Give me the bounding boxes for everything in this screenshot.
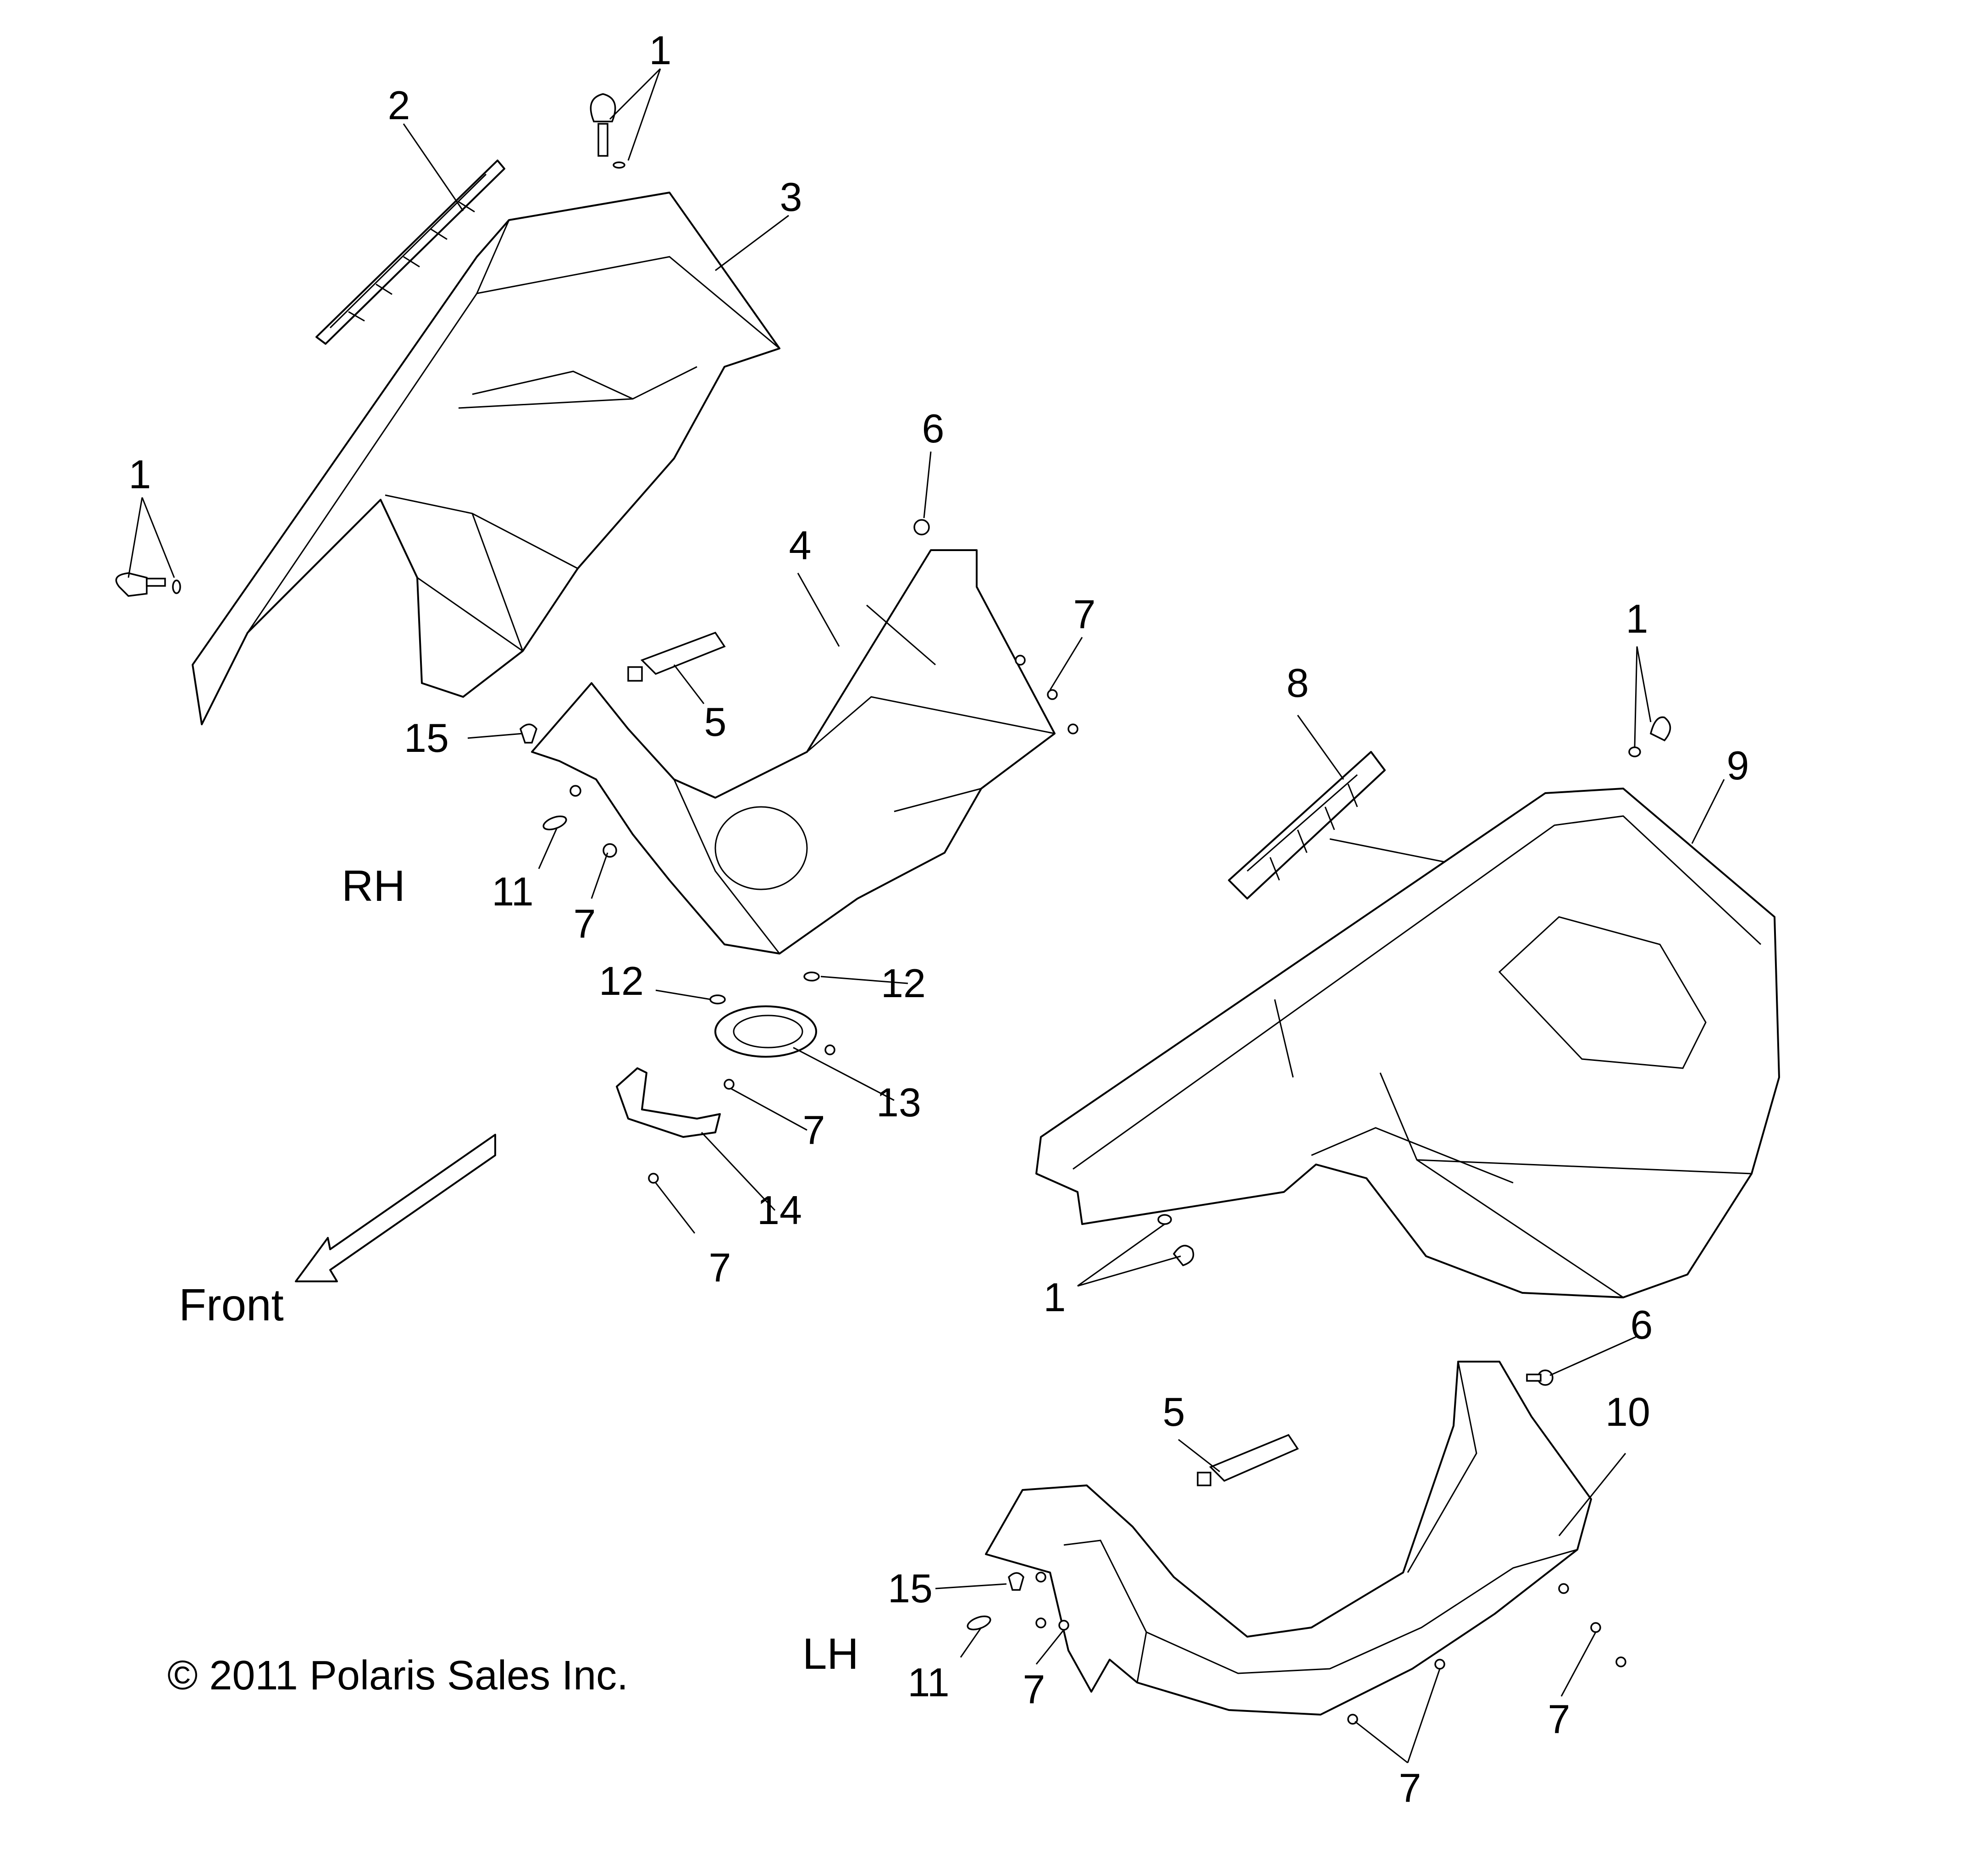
callout-7: 7 [1023, 1666, 1045, 1712]
callout-15: 15 [888, 1566, 933, 1611]
part-14-bracket [616, 1067, 721, 1138]
callout-11: 11 [907, 1660, 949, 1705]
part-10-lower-panel-lh [985, 1361, 1592, 1716]
callout-7: 7 [1399, 1765, 1421, 1810]
callout-6: 6 [1631, 1302, 1653, 1347]
part-4-lower-panel-rh [531, 549, 1056, 955]
part-13-ring [714, 1005, 817, 1058]
part-9-side-panel-lh [1035, 788, 1780, 1298]
callout-15: 15 [404, 715, 449, 761]
callout-8: 8 [1287, 660, 1309, 706]
callout-1: 1 [1626, 596, 1648, 641]
callout-1: 1 [1044, 1275, 1066, 1320]
callout-11: 11 [492, 869, 533, 914]
callout-7: 7 [574, 901, 596, 946]
callout-6: 6 [922, 406, 945, 451]
lh-label: LH [802, 1629, 859, 1678]
callout-7: 7 [1073, 591, 1096, 637]
part-3-side-panel-rh [192, 192, 780, 725]
callout-7: 7 [709, 1245, 731, 1290]
callout-4: 4 [789, 523, 812, 568]
callout-1: 1 [129, 452, 151, 497]
callout-7: 7 [803, 1107, 825, 1153]
callout-14: 14 [757, 1187, 802, 1233]
leader-lines [127, 68, 1725, 1764]
copyright-text: © 2011 Polaris Sales Inc. [167, 1653, 628, 1699]
callout-9: 9 [1727, 743, 1749, 788]
callout-3: 3 [780, 174, 802, 220]
callout-5: 5 [704, 699, 727, 745]
callout-1: 1 [649, 28, 672, 73]
callout-5: 5 [1163, 1389, 1185, 1435]
callout-12: 12 [881, 960, 926, 1006]
part-8-vent-grille-lh [1228, 751, 1445, 899]
callout-10: 10 [1605, 1389, 1650, 1435]
callout-7: 7 [1548, 1696, 1570, 1742]
callout-labels: 1 2 3 1 6 4 7 5 15 11 7 12 12 13 7 14 7 … [129, 28, 1749, 1810]
front-arrow-icon [295, 1134, 496, 1282]
callout-2: 2 [388, 83, 410, 128]
fasteners [115, 93, 1671, 1725]
front-label: Front [179, 1280, 284, 1330]
part-2-vent-grille-rh [315, 160, 505, 345]
rh-label: RH [342, 861, 405, 910]
callout-13: 13 [876, 1080, 921, 1125]
callout-12: 12 [599, 958, 644, 1004]
